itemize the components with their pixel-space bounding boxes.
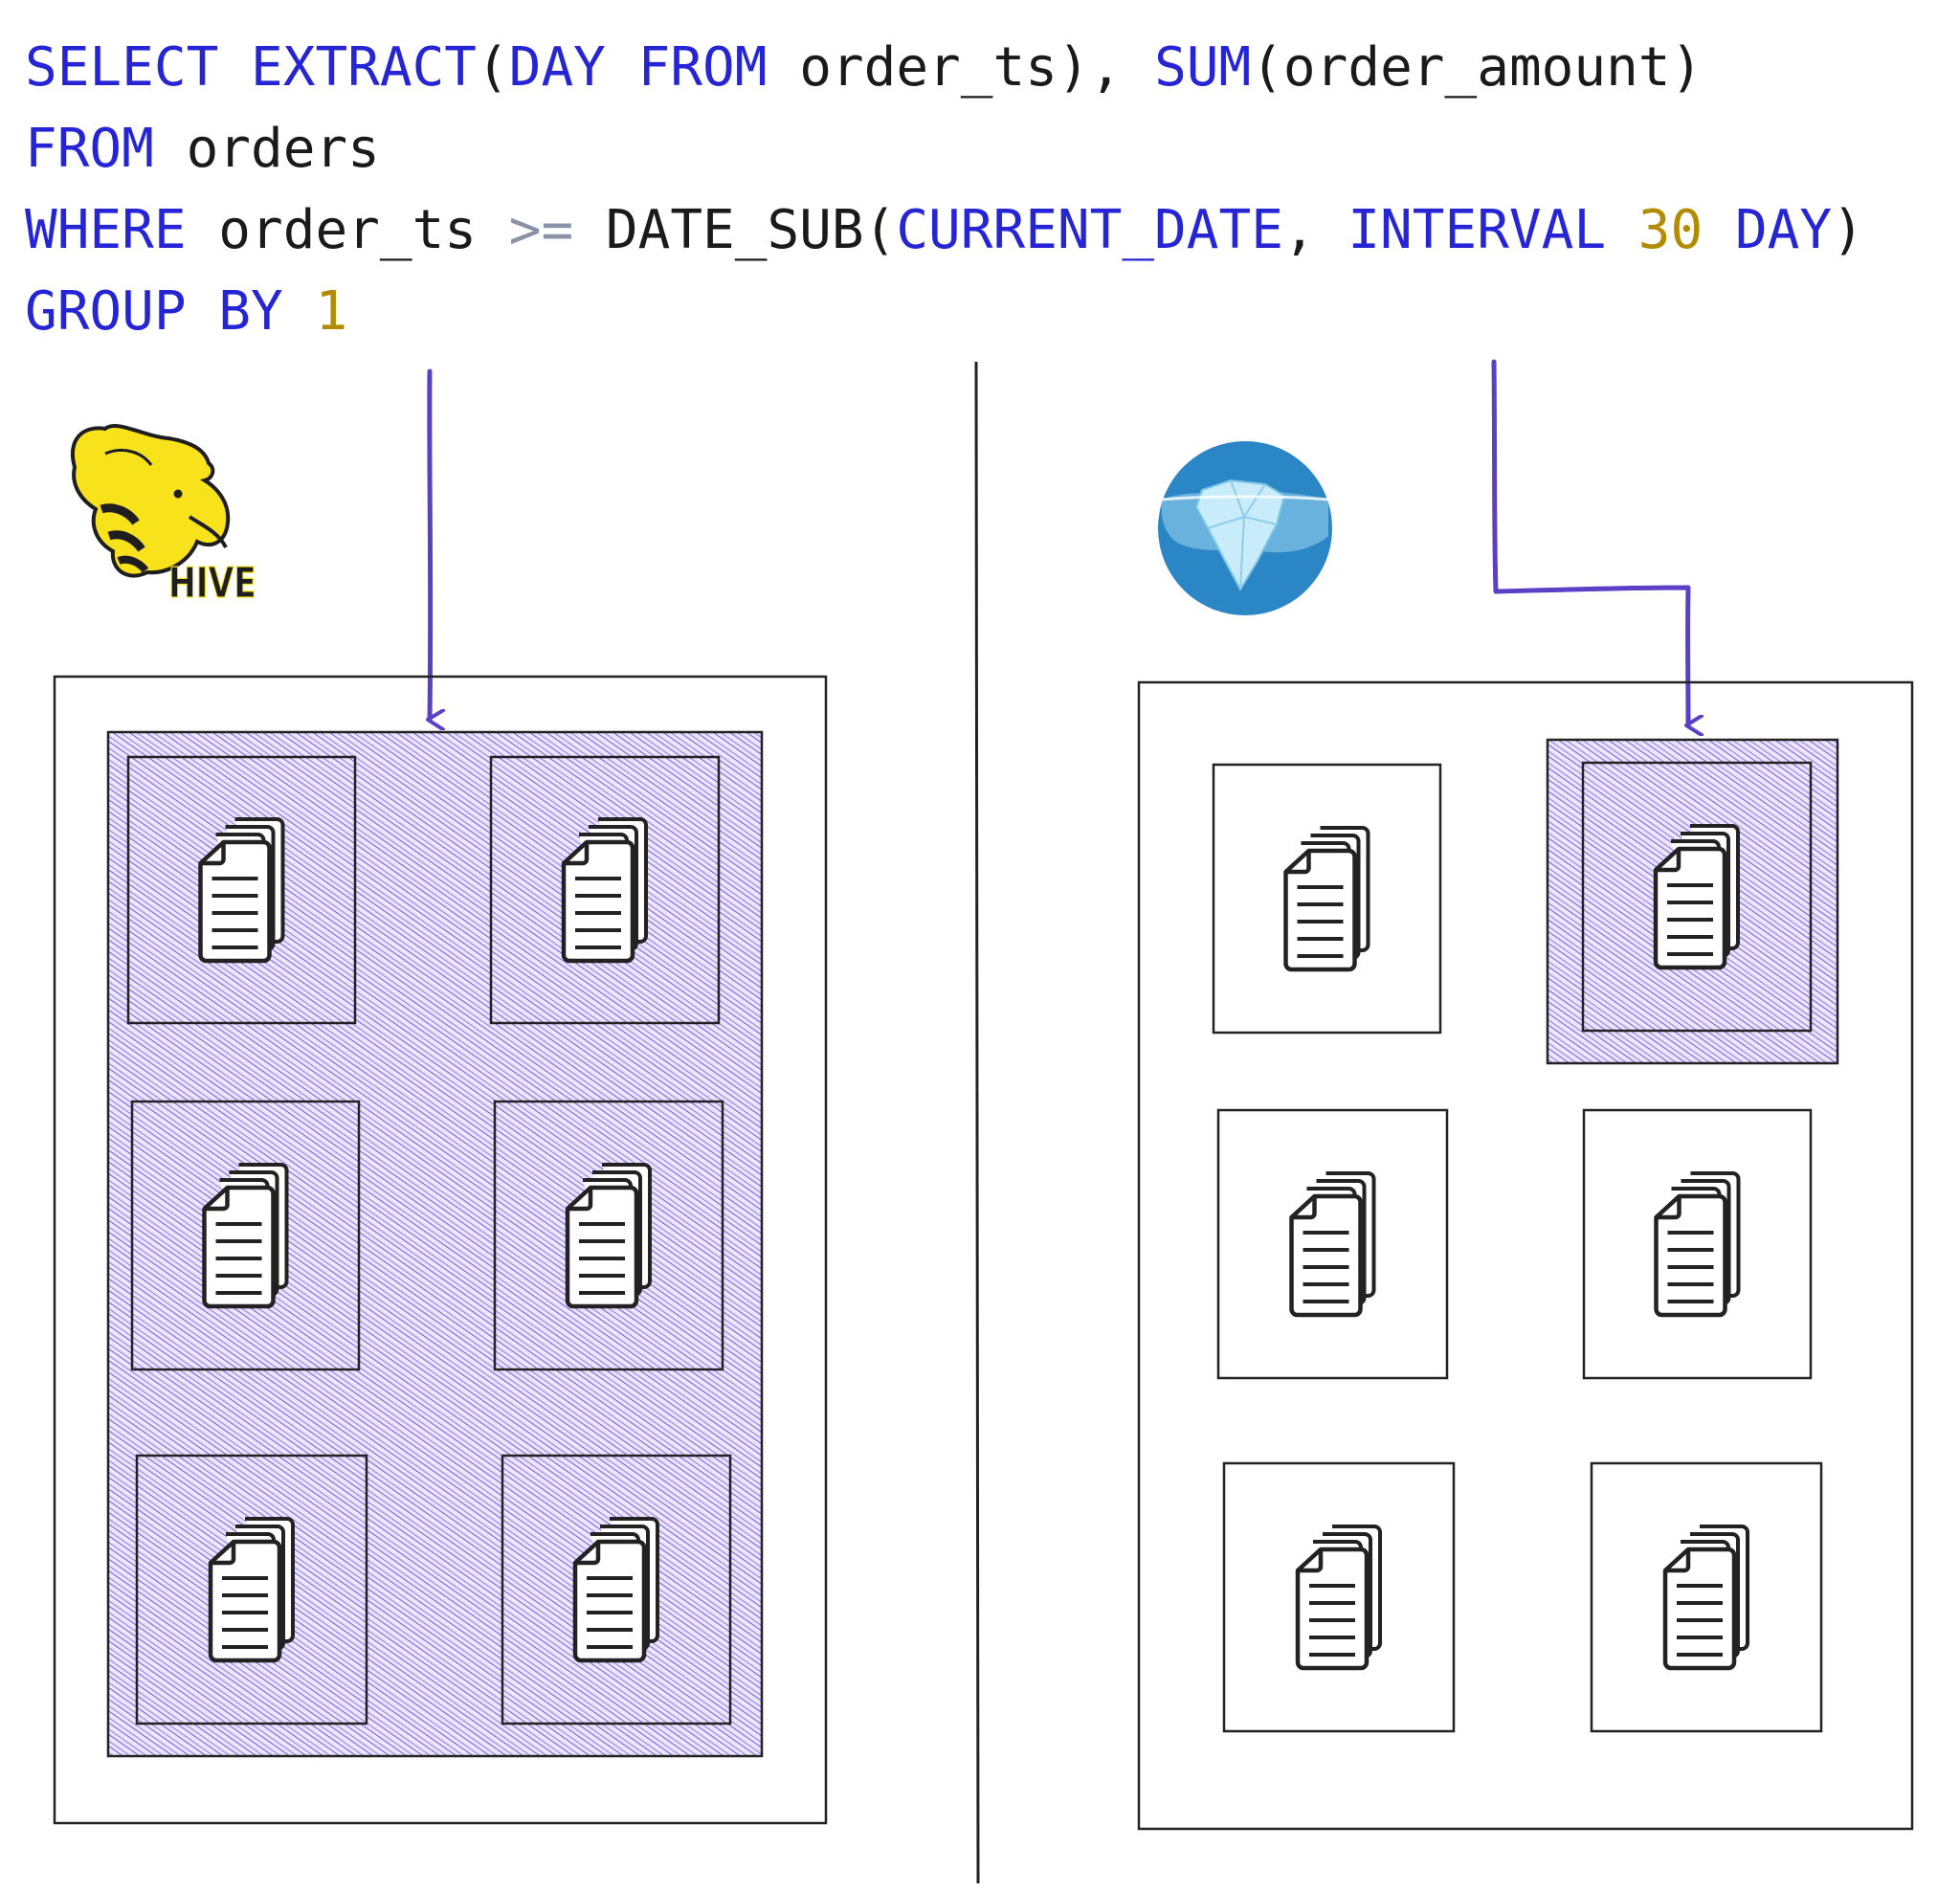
- sql-line: SELECT EXTRACT(DAY FROM order_ts), SUM(o…: [25, 27, 1864, 108]
- sql-token: 1: [315, 280, 348, 343]
- iceberg-partition: [1212, 763, 1442, 1035]
- iceberg-partition: [1216, 1108, 1449, 1380]
- hive-bee-elephant-icon: HIVE: [71, 424, 256, 609]
- hive-partition: [126, 755, 357, 1025]
- sql-token: DATE_SUB(: [573, 199, 897, 261]
- sql-token: SUM: [1154, 36, 1252, 99]
- sql-token: WHERE: [25, 199, 187, 261]
- sql-query: SELECT EXTRACT(DAY FROM order_ts), SUM(o…: [25, 27, 1864, 352]
- hive-partition: [501, 1454, 732, 1725]
- sql-token: ): [1832, 199, 1864, 261]
- sql-token: EXTRACT: [251, 36, 478, 99]
- hive-logo-text: HIVE: [168, 559, 256, 608]
- iceberg-logo-icon: [1158, 441, 1332, 615]
- sql-token: order_ts),: [767, 36, 1155, 99]
- sql-token: ,: [1282, 199, 1348, 261]
- divider-line: [974, 361, 980, 1884]
- sql-token: CURRENT_DATE: [896, 199, 1283, 261]
- sql-token: DAY: [508, 36, 606, 99]
- sql-token: FROM: [637, 36, 768, 99]
- hive-partition: [493, 1100, 724, 1371]
- hive-table: [53, 675, 828, 1825]
- sql-line: GROUP BY 1: [25, 271, 1864, 352]
- iceberg-table: [1137, 680, 1914, 1831]
- sql-line: FROM orders: [25, 108, 1864, 189]
- hive-partition: [135, 1454, 368, 1725]
- hive-scan-arrow: [430, 368, 431, 720]
- sql-token: orders: [153, 118, 380, 180]
- partition-box: [1590, 1461, 1823, 1733]
- sql-line: WHERE order_ts >= DATE_SUB(CURRENT_DATE,…: [25, 189, 1864, 271]
- sql-token: INTERVAL: [1348, 199, 1607, 261]
- sql-token: FROM: [25, 118, 154, 180]
- iceberg-partition: [1582, 1108, 1813, 1380]
- iceberg-scan-arrow: [1491, 359, 1688, 725]
- sql-token: 30: [1637, 199, 1704, 261]
- sql-token: (order_amount): [1251, 36, 1704, 99]
- hive-partition: [489, 755, 721, 1025]
- sql-token: (: [477, 36, 509, 99]
- sql-token: >=: [508, 199, 574, 261]
- sql-token: GROUP: [25, 280, 187, 343]
- sql-token: BY: [218, 280, 283, 343]
- sql-token: SELECT: [25, 36, 219, 99]
- hive-partition: [130, 1100, 361, 1371]
- iceberg-partition: [1546, 738, 1839, 1065]
- iceberg-partition: [1590, 1461, 1823, 1733]
- iceberg-partition: [1222, 1461, 1456, 1733]
- sql-token: DAY: [1734, 199, 1833, 261]
- sql-token: order_ts: [186, 199, 509, 261]
